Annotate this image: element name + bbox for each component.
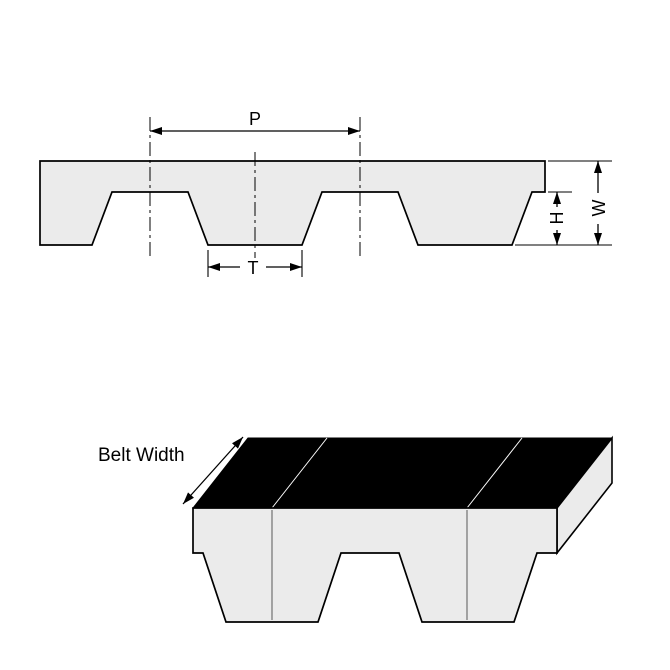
pitch-label: P (249, 109, 261, 129)
belt-width-label: Belt Width (98, 445, 185, 466)
isometric-figure: Belt Width (98, 435, 614, 623)
belt-thickness-label: W (589, 200, 609, 217)
top-face-seam-line (271, 437, 328, 509)
belt-cross-section-profile (39, 160, 546, 246)
tooth-height-label: H (547, 212, 567, 225)
belt-front-profile (192, 507, 558, 623)
belt-width-arrow (182, 436, 244, 505)
belt-top-face (191, 437, 614, 509)
cross-section-figure: P T H W (39, 109, 612, 278)
top-face-seam-line (466, 437, 523, 509)
tooth-width-label: T (248, 258, 259, 278)
